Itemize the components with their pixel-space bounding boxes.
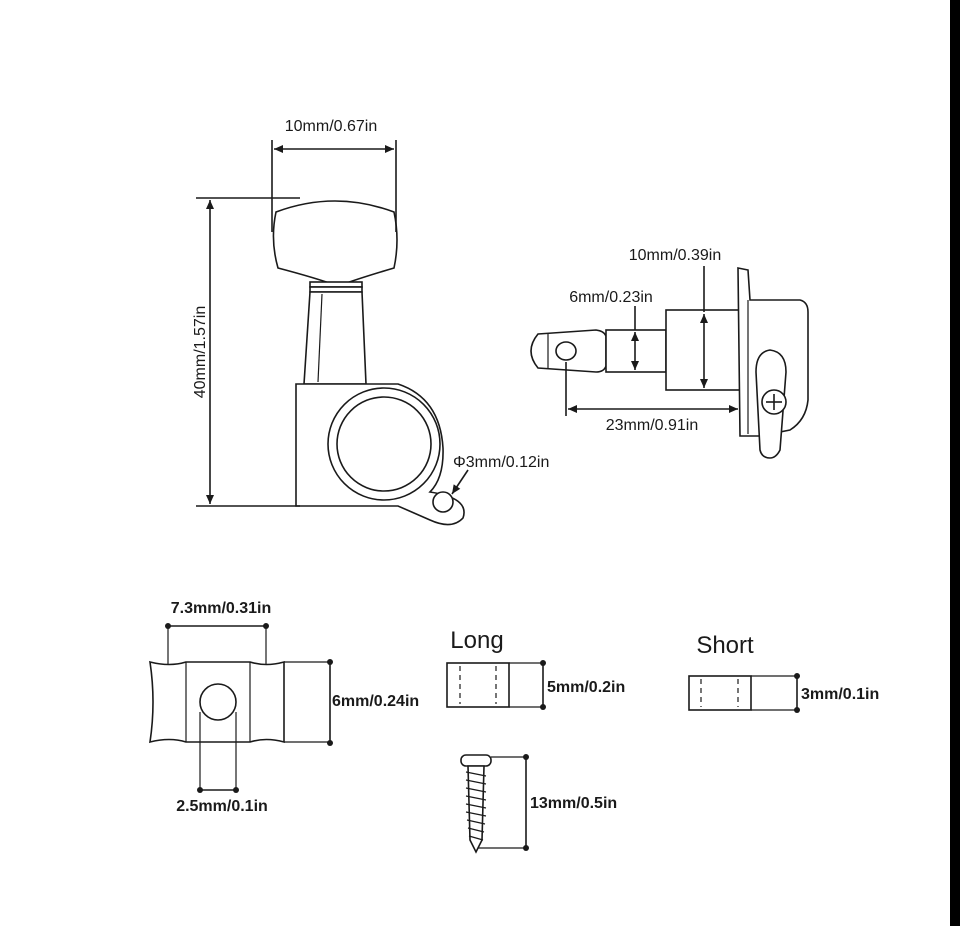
long-spacer-heading: Long [450,627,503,654]
total-height-label: 40mm/1.57in [192,306,209,399]
long-spacer: Long 5mm/0.2in [446,627,625,710]
right-edge-border [950,0,960,926]
bushing-top-view [149,660,285,744]
button-width-label: 10mm/0.67in [285,118,378,135]
housing-gear-cover [336,396,432,492]
post-length-dimension: 23mm/0.91in [565,362,738,434]
mount-hole-callout: Φ3mm/0.12in [451,454,549,495]
bushing-height-label: 6mm/0.24in [332,693,419,710]
short-spacer-heading: Short [696,632,754,659]
bushing-hole-label: 2.5mm/0.1in [176,798,268,815]
bushing-height-dimension: 6mm/0.24in [284,659,419,746]
bushing-diameter-label: 10mm/0.39in [629,247,722,264]
button-width-dimension: 10mm/0.67in [271,118,397,232]
screw: 13mm/0.5in [460,754,617,854]
bushing-width-label: 7.3mm/0.31in [171,600,272,617]
post-length-label: 23mm/0.91in [606,417,699,434]
short-spacer-body [688,675,752,711]
screw-length-label: 13mm/0.5in [530,795,617,812]
long-spacer-size-label: 5mm/0.2in [547,679,625,696]
tuner-front-view [272,200,465,526]
bushing-diameter-dimension: 10mm/0.39in [629,247,722,388]
total-height-dimension: 40mm/1.57in [192,197,300,507]
post-diameter-label: 6mm/0.23in [569,289,653,306]
tuner-button [272,200,398,287]
screw-threads [465,771,487,841]
short-spacer: Short 3mm/0.1in [688,632,879,713]
tuner-shaft [303,291,367,385]
bushing-width-dimension: 7.3mm/0.31in [165,600,271,664]
post-diameter-dimension: 6mm/0.23in [569,289,653,370]
string-hole [555,341,577,361]
long-spacer-body [446,662,510,708]
bushing-hole-dimension: 2.5mm/0.1in [176,712,268,815]
mount-hole-label: Φ3mm/0.12in [453,454,549,471]
tuner-side-view [530,267,809,459]
mount-hole [432,491,454,513]
post-shaft [605,329,667,373]
short-spacer-size-label: 3mm/0.1in [801,686,879,703]
shaft-highlight [317,293,323,383]
screw-head [460,754,492,767]
bushing-hole [199,683,237,721]
